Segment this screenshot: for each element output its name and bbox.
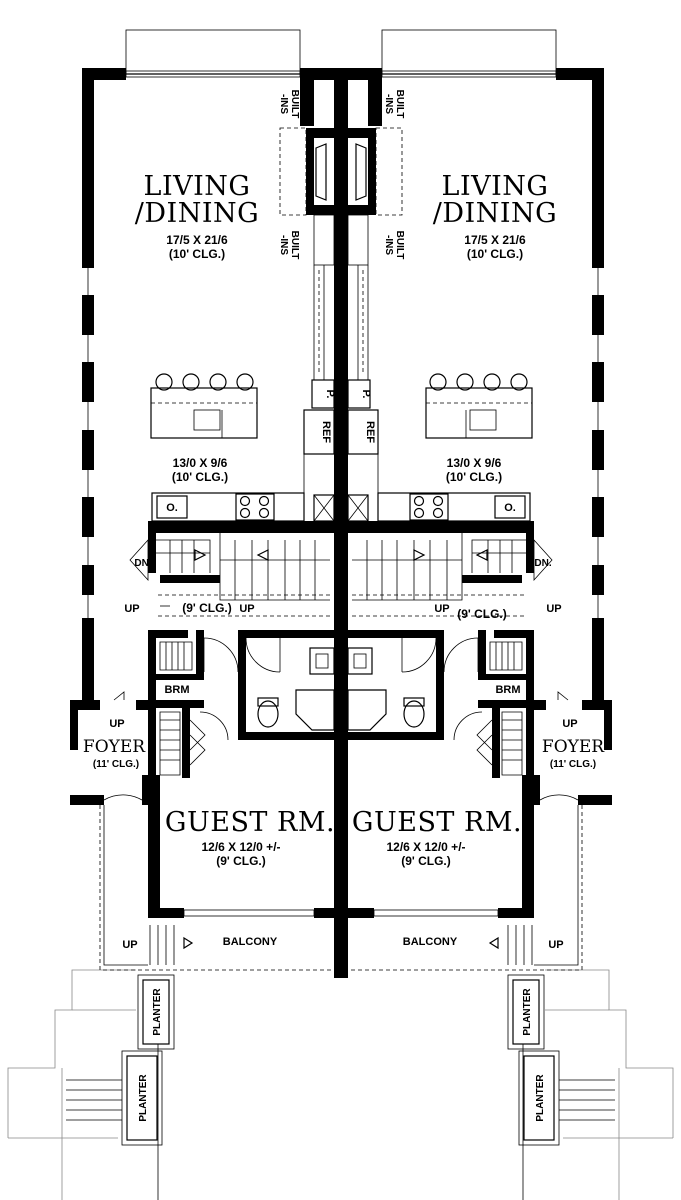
down-label: DN. (134, 558, 151, 569)
balcony-label: BALCONY (223, 936, 278, 948)
foyer-ceiling: (11' CLG.) (550, 759, 596, 770)
builtins-top-l2: -INS (383, 94, 394, 114)
foyer-ceiling: (11' CLG.) (93, 759, 139, 770)
kitchen-size: 13/0 X 9/6 (447, 456, 502, 470)
hall-ceiling: (9' CLG.) (457, 607, 507, 621)
builtins-top-l1: BUILT (394, 90, 405, 119)
guest-size: 12/6 X 12/0 +/- (201, 840, 280, 854)
kitchen-size: 13/0 X 9/6 (173, 456, 228, 470)
brm-label: BRM (495, 684, 520, 696)
up-hall-label: UP (434, 603, 449, 615)
foyer-up: UP (562, 718, 577, 730)
bathroom-right (347, 647, 425, 731)
up-stair-label: UP (546, 603, 561, 615)
living-size: 17/5 X 21/6 (464, 233, 526, 247)
kitchen-island-left (150, 373, 258, 439)
balconies (99, 805, 583, 971)
planter-upper: PLANTER (522, 988, 533, 1036)
planters (66, 974, 615, 1146)
balcony-up: UP (548, 939, 563, 951)
up-hall-label: UP (239, 603, 254, 615)
living-title-line2: /DINING (433, 198, 557, 229)
builtins-bot-l1: BUILT (289, 231, 300, 260)
brm-label: BRM (164, 684, 189, 696)
planter-upper: PLANTER (152, 988, 163, 1036)
brm-shelving (159, 641, 523, 776)
builtins-top-l2: -INS (278, 94, 289, 114)
hall-ceiling: (9' CLG.) (182, 601, 232, 615)
foyer-title: FOYER (83, 737, 146, 757)
ref-label: REF (364, 421, 376, 443)
guest-title: GUEST RM. (352, 807, 522, 838)
planter-lower: PLANTER (138, 1074, 149, 1122)
living-title-line1: LIVING (442, 171, 549, 202)
living-title-line2: /DINING (135, 198, 259, 229)
planter-lower: PLANTER (535, 1074, 546, 1122)
kitchen-ceiling: (10' CLG.) (446, 470, 502, 484)
unit-right: LIVING /DINING 17/5 X 21/6 (10' CLG.) BU… (352, 90, 605, 1122)
exterior-walls (82, 68, 604, 978)
guest-ceiling: (9' CLG.) (401, 854, 451, 868)
kitchen-ceiling: (10' CLG.) (172, 470, 228, 484)
guest-ceiling: (9' CLG.) (216, 854, 266, 868)
balcony-label: BALCONY (403, 936, 458, 948)
fireplaces (279, 127, 403, 380)
living-ceiling: (10' CLG.) (169, 247, 225, 261)
pantry-ref (303, 379, 379, 522)
guest-title: GUEST RM. (165, 807, 335, 838)
living-ceiling: (10' CLG.) (467, 247, 523, 261)
living-title-line1: LIVING (144, 171, 251, 202)
foyer-title: FOYER (542, 737, 605, 757)
unit-left: LIVING /DINING 17/5 X 21/6 (10' CLG.) BU… (83, 90, 336, 1122)
oven-label: O. (166, 502, 178, 514)
pantry-label: P. (324, 390, 336, 399)
kitchen-island-right (425, 373, 533, 439)
stairs-left (129, 533, 330, 617)
builtins-bot-l1: BUILT (394, 231, 405, 260)
down-label: DN. (534, 558, 551, 569)
oven-label: O. (504, 502, 516, 514)
balcony-up: UP (122, 939, 137, 951)
interior-walls (148, 521, 534, 780)
ref-label: REF (320, 421, 332, 443)
builtins-bot-l2: -INS (383, 235, 394, 255)
foyer-up: UP (109, 718, 124, 730)
up-stair-label: UP (124, 603, 139, 615)
pantry-label: P. (360, 390, 372, 399)
bathroom-left (257, 647, 335, 731)
guest-size: 12/6 X 12/0 +/- (386, 840, 465, 854)
door-swings (189, 637, 493, 766)
guest-room-walls (148, 775, 534, 918)
site-lines (7, 969, 674, 1200)
stairs-right (352, 533, 553, 617)
builtins-bot-l2: -INS (278, 235, 289, 255)
living-size: 17/5 X 21/6 (166, 233, 228, 247)
builtins-top-l1: BUILT (289, 90, 300, 119)
patios-top (125, 29, 557, 75)
